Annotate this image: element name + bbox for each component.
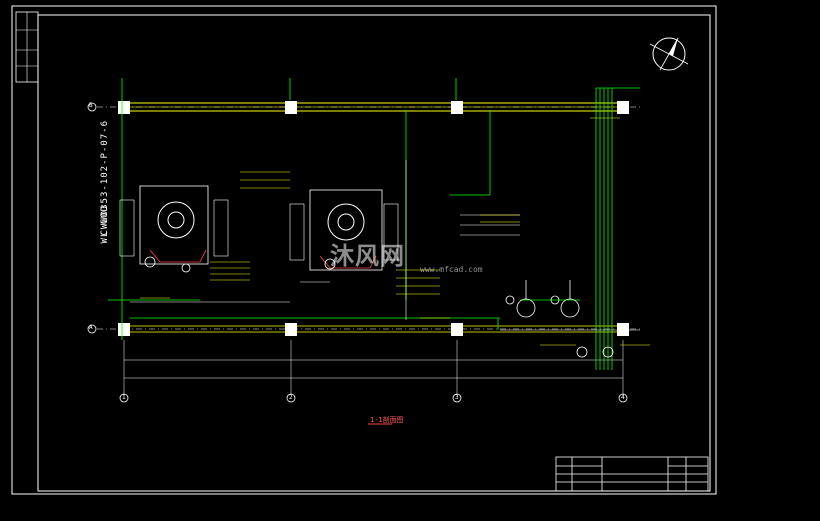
axis-label-3: 3: [455, 394, 459, 401]
axis-label-4: 4: [621, 394, 625, 401]
section-title: 1-1剖面图: [370, 416, 404, 424]
column-row-A: [118, 323, 629, 336]
column-row-B: [118, 101, 629, 114]
axis-label-A: A: [89, 324, 93, 331]
north-arrow-icon: [649, 37, 689, 71]
watermark-url: www.mfcad.com: [420, 265, 483, 274]
equipment-unit-1: [119, 185, 229, 273]
annotation-leaders: [140, 117, 650, 346]
axis-label-2: 2: [289, 394, 293, 401]
axis-label-B: B: [89, 102, 93, 109]
pipe-network: [108, 78, 640, 370]
drawing-code-prefix: WL COD: [100, 205, 110, 244]
axis-line-B: [87, 102, 640, 112]
axis-bubbles-vertical: [119, 393, 628, 403]
equipment-unit-2: [289, 189, 399, 271]
watermark: 沐风网: [330, 242, 405, 270]
axis-line-A: [87, 324, 640, 334]
pump-group: [505, 280, 614, 358]
inner-frame: [37, 14, 711, 492]
title-block: [555, 456, 709, 492]
outer-frame: [11, 5, 717, 495]
axis-label-1: 1: [122, 394, 126, 401]
